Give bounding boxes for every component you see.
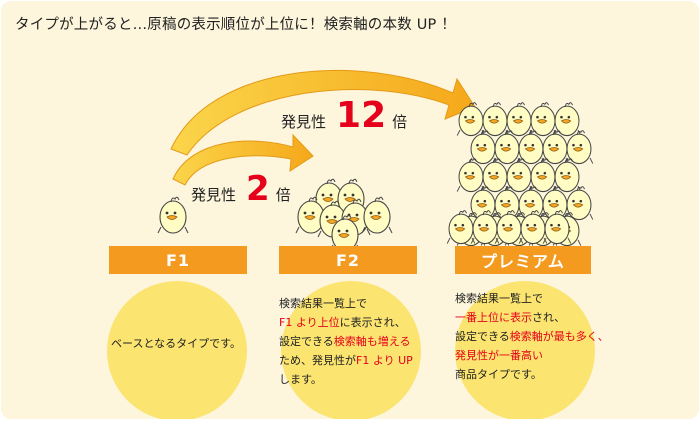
chick-group-f2: [295, 178, 393, 252]
description-premium-line-4: 発見性が一番高い: [455, 346, 609, 365]
description-premium: 検索結果一覧上で 一番上位に表示され、 設定できる検索軸が最も多く、 発見性が一…: [455, 289, 609, 384]
description-f2-text-3: 設定できる: [279, 335, 334, 348]
description-premium-emphasis-2: 検索軸が最も多く、: [509, 330, 609, 343]
multiplier-f2: 発見性 2 倍: [191, 169, 291, 209]
tier-bar-premium: プレミアム: [455, 246, 591, 274]
chick-premium-3: [504, 102, 534, 137]
description-f2-line-4: ため、発見性がF1 より UP: [279, 351, 413, 370]
multiplier-premium: 発見性 12 倍: [281, 95, 407, 136]
chick-premium-4: [528, 102, 558, 137]
description-f1-line: ベースとなるタイプです。: [111, 337, 242, 350]
description-premium-emphasis-3: 発見性が一番高い: [455, 349, 543, 362]
description-f1: ベースとなるタイプです。: [111, 334, 241, 353]
description-f2-emphasis-1: F1 より上位: [279, 316, 340, 329]
tier-bar-f1: F1: [109, 246, 247, 274]
small-arrow: [172, 133, 314, 186]
description-f2-text-2: に表示され、: [339, 316, 406, 329]
headline: タイプが上がると…原稿の表示順位が上位に！検索軸の本数 UP ！: [15, 17, 456, 33]
description-f2-line-2: F1 より上位に表示され、: [279, 313, 413, 332]
chick-premium-2: [480, 102, 510, 137]
description-premium-line-3: 設定できる検索軸が最も多く、: [455, 327, 609, 346]
description-premium-text-3: 設定できる: [455, 330, 510, 343]
description-f2: 検索結果一覧上で F1 より上位に表示され、 設定できる検索軸も増える ため、発…: [279, 294, 413, 389]
description-premium-line-5: 商品タイプです。: [455, 368, 542, 381]
description-f2-line-5: します。: [279, 373, 322, 386]
multiplier-premium-suffix: 倍: [392, 113, 408, 131]
circle-premium: [455, 281, 595, 419]
chick-group-premium: [446, 102, 594, 247]
description-premium-line-2: 一番上位に表示され、: [455, 308, 609, 327]
circle-f1: [107, 281, 247, 419]
chick-premium-5: [552, 102, 582, 137]
chick-f1-1: [157, 196, 189, 234]
chick-group-f1: [157, 196, 189, 234]
description-f2-line-3: 設定できる検索軸も増える: [279, 332, 413, 351]
multiplier-premium-label: 発見性: [281, 113, 327, 131]
description-f2-text-4: ため、発見性が: [279, 354, 356, 367]
multiplier-f2-label: 発見性: [191, 186, 237, 204]
multiplier-f2-suffix: 倍: [275, 186, 291, 204]
multiplier-f2-value: 2: [246, 169, 270, 209]
description-f2-emphasis-3: F1 より UP: [356, 354, 413, 367]
description-premium-emphasis-1: 一番上位に表示: [455, 311, 532, 324]
circle-f2: [281, 281, 421, 419]
description-premium-text-2: され、: [532, 311, 566, 324]
description-f2-line-1: 検索結果一覧上で: [279, 297, 367, 310]
multiplier-premium-value: 12: [336, 95, 387, 136]
description-f2-emphasis-2: 検索軸も増える: [333, 335, 411, 348]
tier-bar-f2: F2: [279, 246, 417, 274]
description-premium-line-1: 検索結果一覧上で: [455, 292, 543, 305]
